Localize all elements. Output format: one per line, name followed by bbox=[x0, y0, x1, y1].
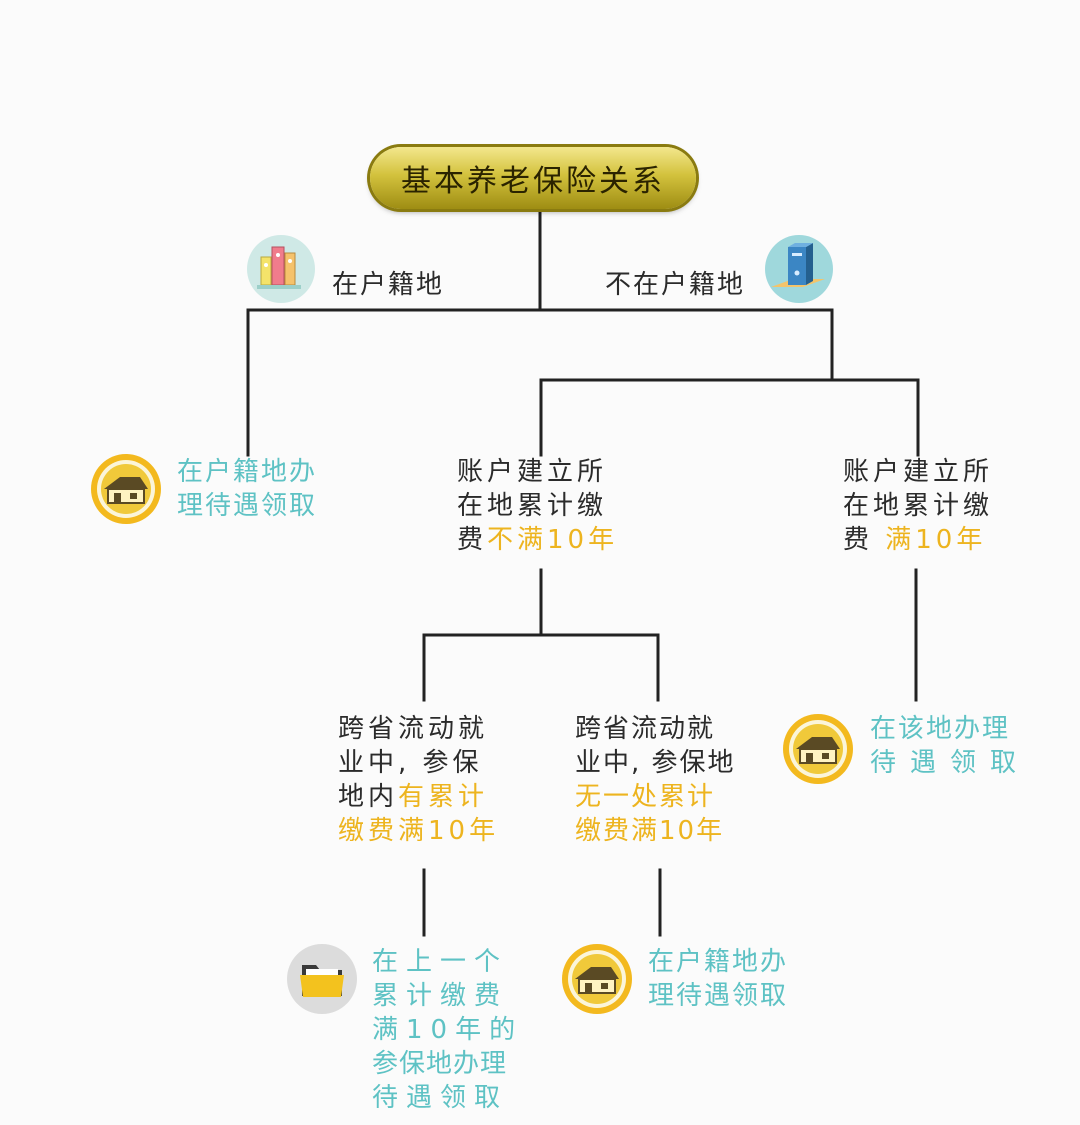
house-icon bbox=[562, 944, 632, 1014]
cross-none10-text: 跨省流动就 业中, 参保地 无一处累计 缴费满10年 bbox=[575, 714, 736, 846]
root-title: 基本养老保险关系 bbox=[370, 147, 696, 209]
branch-local-label: 在户籍地 bbox=[332, 270, 445, 300]
branch-nonlocal-label: 不在户籍地 bbox=[605, 270, 746, 300]
local-result-text: 在户籍地办理待遇领取 bbox=[177, 457, 318, 521]
house-icon bbox=[783, 714, 853, 784]
has10-result-text: 在上一个 累计缴费 满10年的 参保地办理 待遇领取 bbox=[372, 947, 524, 1113]
none10-result-text: 在户籍地办理待遇领取 bbox=[648, 947, 789, 1011]
blue-binder-icon bbox=[765, 235, 833, 303]
over10-result-text: 在该地办理待遇领取 bbox=[870, 714, 1031, 778]
colored-binders-icon bbox=[247, 235, 315, 303]
under10-text: 账户建立所 在地累计缴 费不满10年 bbox=[457, 457, 619, 555]
over10-text: 账户建立所 在地累计缴 费 满10年 bbox=[843, 457, 994, 555]
cross-has10-text: 跨省流动就 业中, 参保 地内有累计 缴费满10年 bbox=[338, 714, 500, 846]
folder-icon bbox=[287, 944, 357, 1014]
house-icon bbox=[91, 454, 161, 524]
